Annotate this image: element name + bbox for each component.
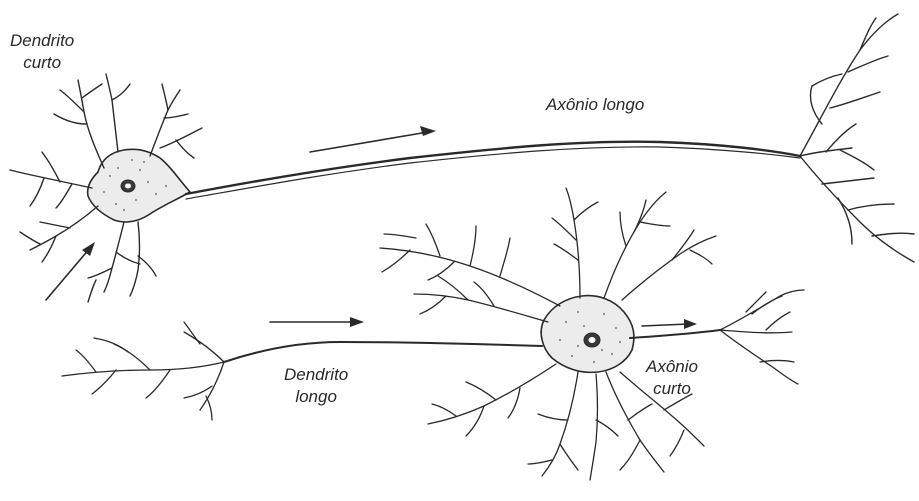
arrow-right-icon xyxy=(270,317,364,327)
short-axon xyxy=(630,330,720,338)
label-short-axon-line1: Axônio xyxy=(646,356,698,378)
label-short-dendrite: Dendrito curto xyxy=(10,30,74,74)
label-long-axon-text: Axônio longo xyxy=(546,94,644,116)
nucleus-2 xyxy=(584,333,600,347)
long-dendrite-branches xyxy=(62,322,224,420)
neuron-short-axon xyxy=(62,188,804,480)
axon-terminals-1 xyxy=(800,14,914,262)
label-short-dendrite-line1: Dendrito xyxy=(10,30,74,52)
arrow-right-icon xyxy=(642,319,697,329)
axon-terminals-2 xyxy=(720,290,804,384)
nucleus-1 xyxy=(121,180,135,192)
label-long-dendrite-line2: longo xyxy=(284,386,348,408)
soma-1 xyxy=(88,149,190,222)
label-short-axon-line2: curto xyxy=(646,378,698,400)
label-long-axon: Axônio longo xyxy=(546,94,644,116)
label-long-dendrite: Dendrito longo xyxy=(284,364,348,408)
neuron-long-axon xyxy=(10,14,914,302)
label-short-axon: Axônio curto xyxy=(646,356,698,400)
long-dendrite xyxy=(224,342,542,362)
arrow-right-icon xyxy=(310,126,436,152)
label-long-dendrite-line1: Dendrito xyxy=(284,364,348,386)
arrow-diagonal-icon xyxy=(46,242,95,300)
label-short-dendrite-line2: curto xyxy=(10,52,74,74)
